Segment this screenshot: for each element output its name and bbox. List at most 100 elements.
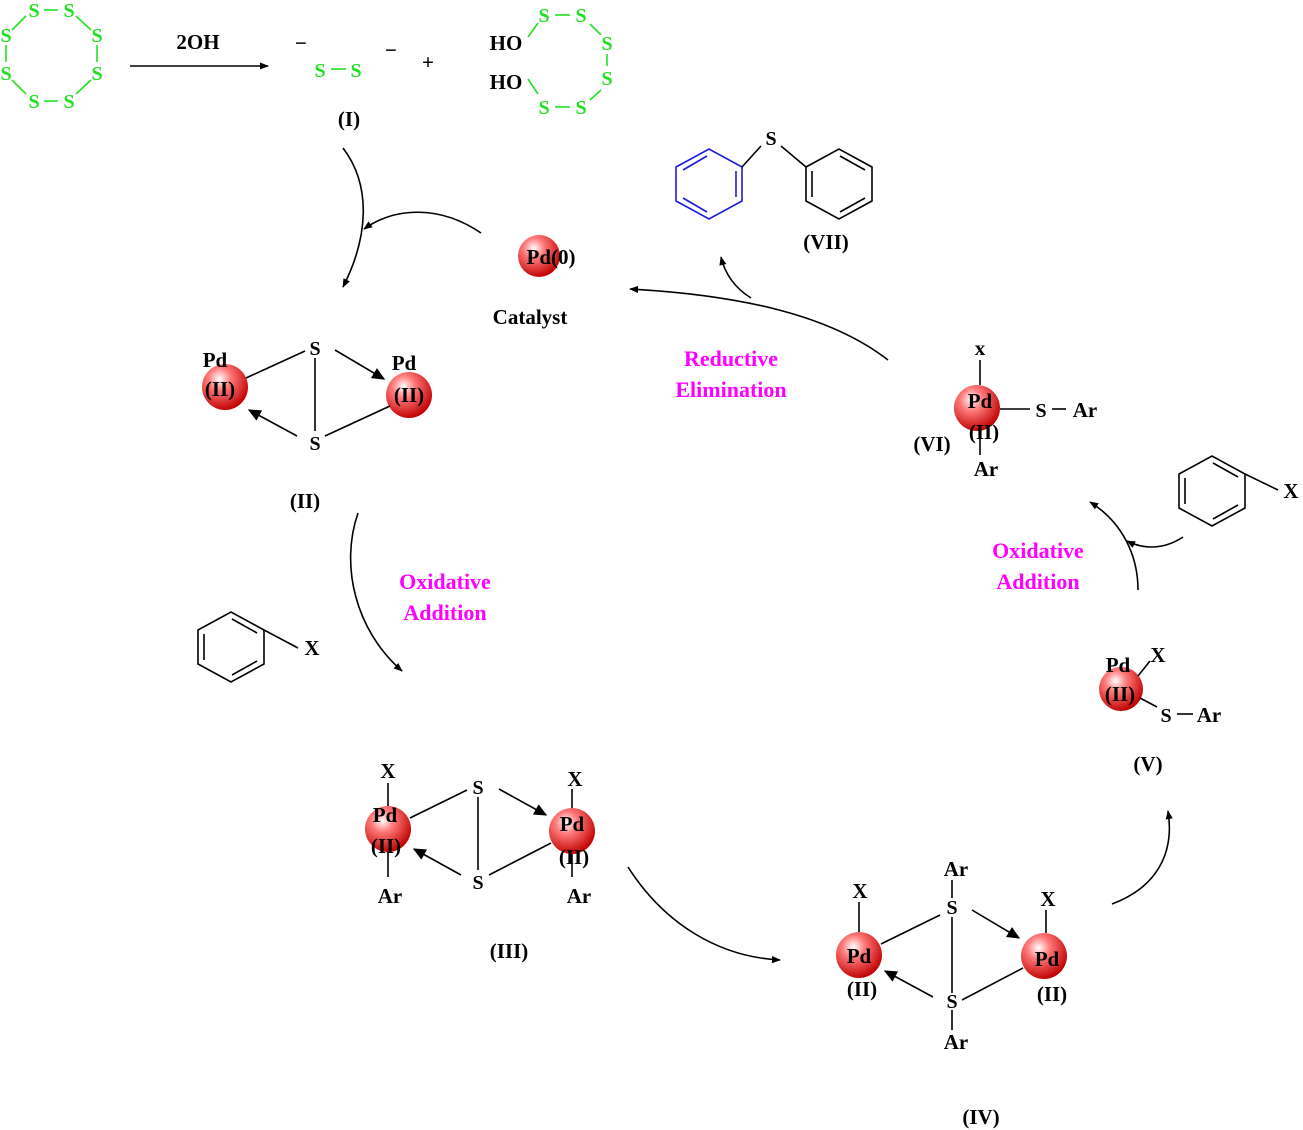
sulfur-atom: S <box>472 777 483 799</box>
pd-label: Pd <box>968 389 993 413</box>
oxidation-state-label: (II) <box>371 834 401 858</box>
x-substituent: X <box>1040 887 1055 911</box>
pd-label: Pd <box>373 803 398 827</box>
oxidation-state-label: (II) <box>847 977 877 1001</box>
sulfur-atom: S <box>538 5 549 27</box>
catalyst-label: Catalyst <box>493 305 568 329</box>
ar-substituent: Ar <box>378 884 403 908</box>
s8-atom: S <box>91 25 102 47</box>
s8-atom: S <box>91 63 102 85</box>
sulfur-atom: S <box>309 338 320 360</box>
reagent-label: 2OH <box>176 30 219 54</box>
cycle-arrow <box>719 256 752 299</box>
oxidation-state-label: (II) <box>1037 982 1067 1006</box>
sulfur-atom: S <box>946 991 957 1013</box>
s8-atom: S <box>0 63 11 85</box>
pd-label: Pd <box>392 351 417 375</box>
compound-III-label: (III) <box>490 939 529 963</box>
oxidative-addition-label-2: Addition <box>996 569 1079 594</box>
pd-label: Pd <box>1035 947 1060 971</box>
reductive-elimination-label: Reductive <box>684 346 778 371</box>
pd-atom <box>386 372 432 418</box>
x-substituent: X <box>1150 643 1165 667</box>
charge-minus: − <box>385 38 397 62</box>
sulfur-atom: S <box>309 433 320 455</box>
pd-label: Pd <box>560 812 585 836</box>
sulfur-atom: S <box>765 128 776 150</box>
x-substituent: x <box>975 336 986 360</box>
cycle-arrow <box>1126 536 1184 548</box>
pd-atom <box>954 385 1000 431</box>
ho-group: HO <box>490 31 523 55</box>
sulfur-atom: S <box>1160 705 1171 727</box>
aryl-halide-left: X <box>197 611 320 683</box>
sulfur-atom: S <box>601 68 612 90</box>
sulfur-atom: S <box>575 97 586 119</box>
pd-label: Pd <box>203 348 228 372</box>
cycle-arrow <box>1089 501 1139 591</box>
charge-minus: − <box>295 31 307 55</box>
ar-substituent: Ar <box>1197 703 1222 727</box>
cycle-arrow <box>627 866 781 964</box>
s8-atom: S <box>28 91 39 113</box>
oxidative-addition-label-1: Oxidative <box>399 569 491 594</box>
x-substituent: X <box>1283 479 1298 503</box>
sulfur-atom: S <box>601 33 612 55</box>
oxidation-state-label: (II) <box>394 383 424 407</box>
cycle-arrow <box>629 285 889 361</box>
s8-atom: S <box>0 25 11 47</box>
sulfur-atom: S <box>350 60 361 82</box>
pd-label: Pd <box>1106 653 1131 677</box>
ar-substituent: Ar <box>944 1030 969 1054</box>
s8-ring: S S S S S S S S <box>0 0 102 113</box>
complex-II: S S Pd (II) Pd (II) <box>202 338 432 455</box>
oxidation-state-label: (II) <box>559 845 589 869</box>
x-substituent: X <box>304 636 319 660</box>
complex-IV: S S Ar Ar X Pd (II) X Pd (II) <box>836 857 1067 1054</box>
x-substituent: X <box>380 759 395 783</box>
sulfur-atom: S <box>1035 400 1046 422</box>
cycle-arrow <box>1111 810 1173 905</box>
reductive-elimination-label: Elimination <box>675 377 786 402</box>
plus-sign: + <box>422 50 434 74</box>
oxidative-addition-label-2: Oxidative <box>992 538 1084 563</box>
pd-atom <box>1021 933 1067 979</box>
s8-atom: S <box>63 91 74 113</box>
s8-atom: S <box>63 0 74 22</box>
x-substituent: X <box>567 767 582 791</box>
complex-III: S S X Pd (II) Ar X Pd (II) Ar <box>365 759 595 908</box>
ar-substituent: Ar <box>567 884 592 908</box>
sulfur-atom: S <box>472 872 483 894</box>
cycle-arrow <box>342 147 365 288</box>
ho-group: HO <box>490 70 523 94</box>
pd-atom <box>202 364 248 410</box>
complex-V: Pd (II) X S Ar <box>1099 643 1221 727</box>
compound-I-label: (I) <box>338 107 360 131</box>
pd-label: Pd <box>847 944 872 968</box>
hydroxy-polysulfide: HO HO S S S S S S <box>490 5 613 119</box>
sulfur-atom: S <box>314 60 325 82</box>
ar-substituent: Ar <box>1073 398 1098 422</box>
oxidative-addition-label-1: Addition <box>403 600 486 625</box>
pd-atom <box>836 932 882 978</box>
compound-VI-label: (VI) <box>913 432 950 456</box>
diphenyl-sulfide: S <box>675 128 873 220</box>
oxidation-state-label: (II) <box>1105 682 1135 706</box>
cycle-arrow <box>349 512 403 672</box>
cycle-arrow <box>363 211 482 234</box>
ar-substituent: Ar <box>944 857 969 881</box>
complex-VI: x Pd (II) Ar S Ar <box>954 336 1097 481</box>
sulfur-atom: S <box>575 5 586 27</box>
compound-II-label: (II) <box>290 489 320 513</box>
compound-V-label: (V) <box>1133 752 1162 776</box>
compound-IV-label: (IV) <box>962 1105 999 1129</box>
pd-atom <box>549 808 595 854</box>
pd-atom <box>365 806 411 852</box>
sulfur-atom: S <box>538 97 549 119</box>
disulfide-anion: − S S − <box>295 31 397 82</box>
pd-atom <box>518 235 560 277</box>
oxidation-state-label: (II) <box>205 377 235 401</box>
pd0-label: Pd(0) <box>527 245 576 269</box>
x-substituent: X <box>852 879 867 903</box>
